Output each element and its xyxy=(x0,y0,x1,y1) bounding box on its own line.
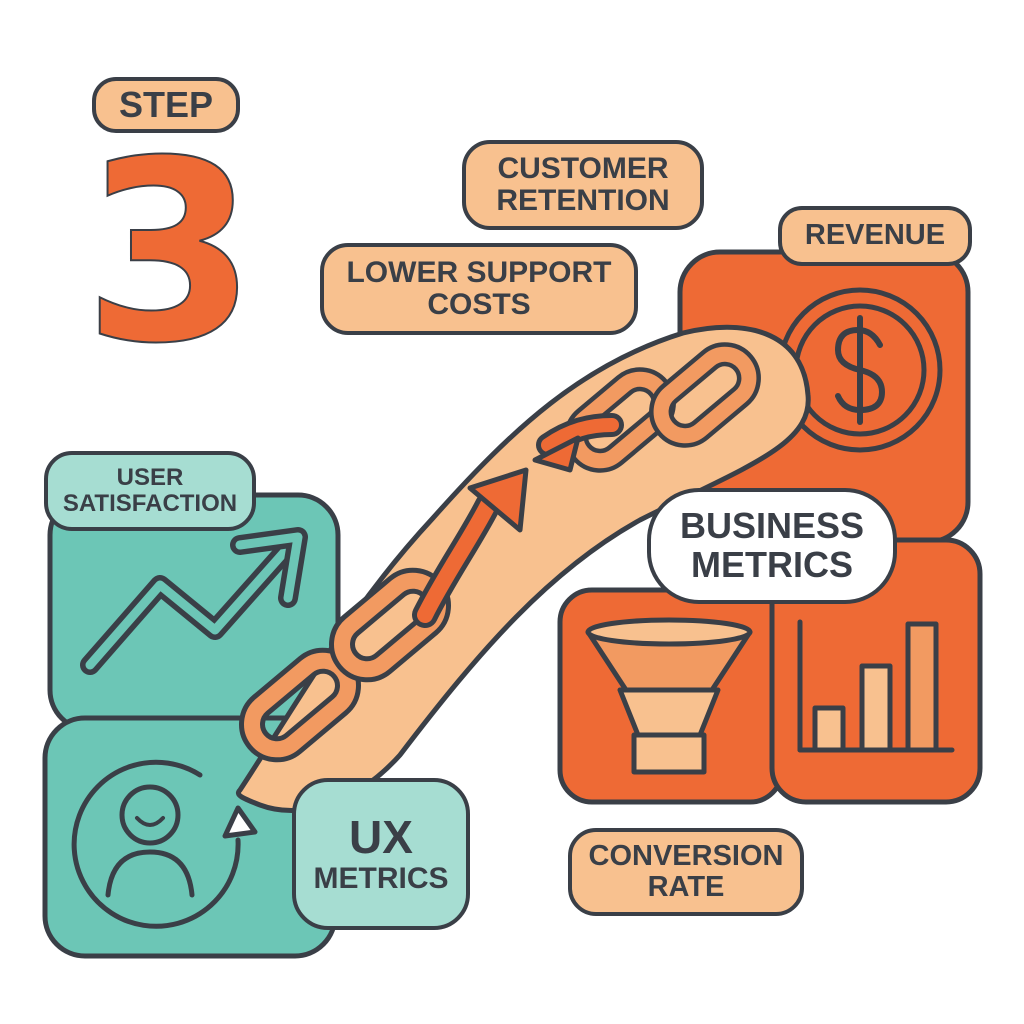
user-satisfaction-line-2: SATISFACTION xyxy=(62,490,238,517)
funnel-icon xyxy=(585,617,753,775)
ux-metrics-line-1: UX xyxy=(349,810,413,863)
chain-link-icon xyxy=(239,342,761,763)
trend-up-arrow-icon xyxy=(80,527,308,675)
user-satisfaction-line-1: USER xyxy=(116,464,184,492)
growth-arrow-icon xyxy=(412,413,624,628)
business-metrics-line-2: METRICS xyxy=(691,544,853,585)
lower-support-costs-line-2: COSTS xyxy=(427,288,531,321)
step-label: STEP xyxy=(92,77,240,133)
business-metrics-line-1: BUSINESS xyxy=(679,505,865,547)
conversion-rate-line-2: RATE xyxy=(647,871,725,903)
user-refresh-icon xyxy=(71,759,258,929)
bar-chart-icon xyxy=(797,619,955,753)
bar-3 xyxy=(905,621,939,753)
ux-metrics-label: UX METRICS xyxy=(292,778,470,930)
customer-retention-line-1: CUSTOMER xyxy=(497,151,669,185)
ux-metrics-line-2: METRICS xyxy=(313,861,449,895)
conversion-rate-line-1: CONVERSION xyxy=(588,839,784,872)
lower-support-costs-label: LOWER SUPPORT COSTS xyxy=(320,243,638,335)
conversion-rate-label: CONVERSION RATE xyxy=(568,828,804,916)
bar-1 xyxy=(812,705,846,753)
customer-retention-label: CUSTOMER RETENTION xyxy=(462,140,704,230)
customer-retention-line-2: RETENTION xyxy=(496,184,670,217)
revenue-label: REVENUE xyxy=(778,206,972,266)
user-satisfaction-label: USER SATISFACTION xyxy=(44,451,256,531)
lower-support-costs-line-1: LOWER SUPPORT xyxy=(346,255,612,289)
step-number: 3 xyxy=(82,107,258,398)
bar-2 xyxy=(859,663,893,753)
business-metrics-label: BUSINESS METRICS xyxy=(647,488,897,604)
